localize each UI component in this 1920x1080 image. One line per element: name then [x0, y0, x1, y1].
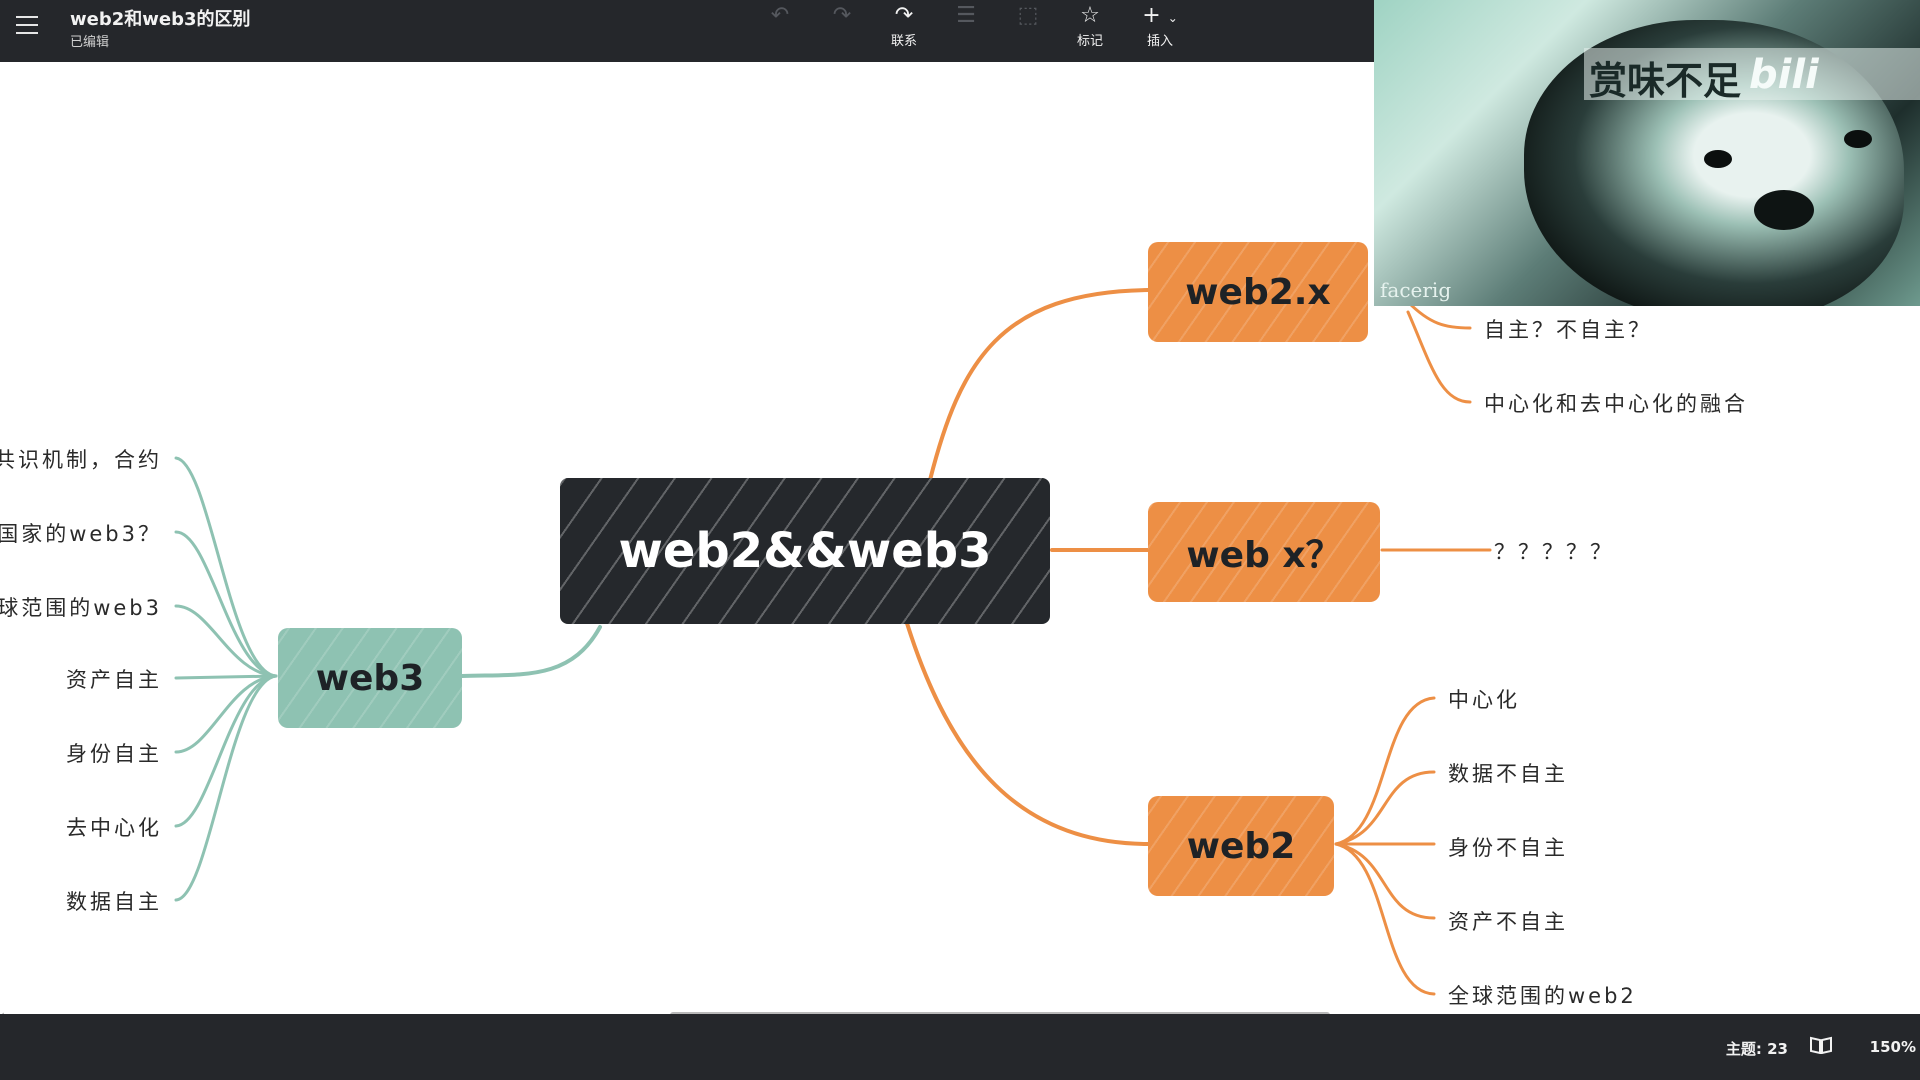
subtopic-web3-consensus[interactable]: 共识机制，合约 [0, 448, 162, 472]
subtopic-web2-assets[interactable]: 资产不自主 [1448, 910, 1568, 934]
avatar-nose [1754, 190, 1814, 230]
summary-button[interactable]: ☰ [936, 2, 996, 58]
topic-web2[interactable]: web2 [1148, 796, 1334, 896]
subtopic-webx-question[interactable]: ？？？？？ [1494, 540, 1614, 564]
subtopic-web3-data[interactable]: 数据自主 [66, 890, 162, 914]
subtopic-web2-global[interactable]: 全球范围的web2 [1448, 984, 1637, 1008]
subtopic-web2-data[interactable]: 数据不自主 [1448, 762, 1568, 786]
subtopic-web3-decentralized[interactable]: 去中心化 [66, 816, 162, 840]
undo-button[interactable]: ↶ [750, 2, 810, 58]
root-topic[interactable]: web2&&web3 [560, 478, 1050, 624]
subtopic-web3-global[interactable]: 全球范围的web3 [0, 596, 162, 620]
redo-icon: ↷ [832, 3, 852, 28]
top-toolbar: web2和web3的区别 已编辑 ↶ ↷ ↷ 联系 ☰ ⬚ ☆ 标记 + ⌄ 插… [0, 0, 1374, 62]
chevron-down-icon: ⌄ [1167, 11, 1178, 25]
avatar-eye [1844, 130, 1872, 148]
document-title[interactable]: web2和web3的区别 [70, 9, 251, 30]
topic-webx[interactable]: web x？ [1148, 502, 1380, 602]
webcam-overlay: 赏味不足 bili facerig [1374, 0, 1920, 306]
boundary-icon: ⬚ [1017, 3, 1039, 28]
zoom-level[interactable]: 150% [1869, 1038, 1916, 1056]
subtopic-web2x-fusion[interactable]: 中心化和去中心化的融合 [1484, 392, 1748, 416]
summary-icon: ☰ [956, 3, 976, 28]
subtopic-web2x-autonomy[interactable]: 自主？不自主？ [1484, 318, 1652, 342]
topic-web3[interactable]: web3 [278, 628, 462, 728]
subtopic-web2-centralized[interactable]: 中心化 [1448, 688, 1520, 712]
marker-button[interactable]: ☆ 标记 [1060, 2, 1120, 58]
menu-icon[interactable] [16, 16, 38, 34]
subtopic-web2-identity[interactable]: 身份不自主 [1448, 836, 1568, 860]
subtopic-web3-identity[interactable]: 身份自主 [66, 742, 162, 766]
topic-count: 主题: 23 [1725, 1040, 1788, 1058]
mindmap-connectors [174, 288, 1492, 996]
boundary-button[interactable]: ⬚ [998, 2, 1058, 58]
star-icon: ☆ [1080, 3, 1100, 28]
facerig-watermark: facerig [1380, 278, 1452, 302]
subtopic-web3-assets[interactable]: 资产自主 [66, 668, 162, 692]
plus-icon: + ⌄ [1142, 3, 1178, 28]
topic-web2x[interactable]: web2.x [1148, 242, 1368, 342]
webcam-caption: 赏味不足 [1589, 59, 1742, 103]
subtopic-web3-national[interactable]: 国家的web3？ [0, 522, 162, 546]
bilibili-logo: bili [1749, 52, 1819, 98]
insert-button[interactable]: + ⌄ 插入 [1130, 2, 1190, 58]
undo-icon: ↶ [770, 3, 790, 28]
avatar-eye [1704, 150, 1732, 168]
relationship-icon: ↷ [894, 3, 914, 28]
webcam-banner [1584, 48, 1920, 100]
status-bar: 主题: 23 150% [0, 1014, 1920, 1080]
relationship-button[interactable]: ↷ 联系 [874, 2, 934, 58]
redo-button[interactable]: ↷ [812, 2, 872, 58]
document-status: 已编辑 [70, 35, 110, 50]
outline-book-icon[interactable] [1810, 1036, 1832, 1054]
